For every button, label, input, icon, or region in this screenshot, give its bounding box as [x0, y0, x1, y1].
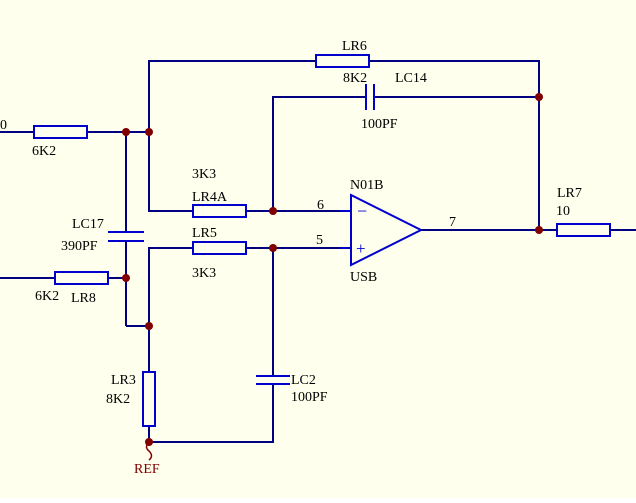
opamp-plus-sign: + [356, 239, 366, 258]
resistor-lr4a-body[interactable] [192, 204, 247, 218]
wire [272, 96, 366, 211]
wires [0, 60, 636, 443]
wire [148, 132, 193, 212]
resistor-lr7-body[interactable] [556, 223, 611, 237]
pin-5-label: 5 [316, 233, 323, 248]
resistor-lr6-body[interactable] [315, 54, 370, 68]
resistor-input-top-value: 6K2 [32, 144, 56, 159]
lc14-ref-label: LC14 [395, 71, 427, 86]
junction-dot [269, 207, 277, 215]
junction-dot [269, 244, 277, 252]
capacitor-lc17[interactable] [108, 231, 144, 242]
lc17-value-label: 390PF [61, 239, 98, 254]
capacitor-lc14[interactable] [365, 84, 375, 110]
pin-6-label: 6 [317, 198, 324, 213]
resistor-lr3-body[interactable] [142, 371, 156, 427]
capacitor-lc2[interactable] [256, 375, 290, 385]
junction-dot [535, 93, 543, 101]
lr8-value-label: 6K2 [35, 289, 59, 304]
opamp-triangle [350, 193, 424, 267]
lc17-ref-label: LC17 [72, 217, 104, 232]
junctions [122, 93, 543, 446]
junction-dot [145, 128, 153, 136]
lc2-value-label: 100PF [291, 390, 328, 405]
wire [148, 247, 193, 372]
opamp-part-label: USB [350, 270, 377, 285]
capacitors [108, 84, 375, 385]
lr6-value-label: 8K2 [343, 71, 367, 86]
ref-net-label: REF [134, 462, 160, 477]
junction-dot [535, 226, 543, 234]
resistor-body[interactable] [33, 125, 88, 139]
input-top-net-label: 0 [0, 118, 7, 133]
junction-dot [145, 438, 153, 446]
labels: 0 6K2 LR6 8K2 LC14 100PF 3K3 LR4A 6 N01B… [0, 39, 582, 407]
lr5-value-label: 3K3 [192, 266, 216, 281]
resistor-lr8-body[interactable] [54, 271, 109, 285]
junction-dot [122, 128, 130, 136]
lc14-value-label: 100PF [361, 117, 398, 132]
lr6-ref-label: LR6 [342, 39, 367, 54]
wire [149, 384, 274, 443]
junction-dot [145, 322, 153, 330]
wire [369, 60, 540, 230]
lc2-ref-label: LC2 [291, 373, 316, 388]
resistor-lr5-body[interactable] [192, 241, 247, 255]
pin-7-label: 7 [449, 215, 456, 230]
lr5-ref-label: LR5 [192, 226, 217, 241]
opamp-minus-sign: − [357, 201, 367, 221]
opamp-ref-label: N01B [350, 178, 383, 193]
lr3-ref-label: LR3 [111, 373, 136, 388]
opamp-symbol[interactable] [339, 193, 424, 267]
lr8-ref-label: LR8 [71, 291, 96, 306]
lr7-value-label: 10 [556, 204, 570, 219]
lr4a-ref-label: LR4A [192, 190, 228, 205]
lr3-value-label: 8K2 [106, 392, 130, 407]
resistors [33, 54, 611, 427]
lr4a-value-label: 3K3 [192, 167, 216, 182]
wire [148, 60, 316, 132]
junction-dot [122, 274, 130, 282]
lr7-ref-label: LR7 [557, 186, 582, 201]
